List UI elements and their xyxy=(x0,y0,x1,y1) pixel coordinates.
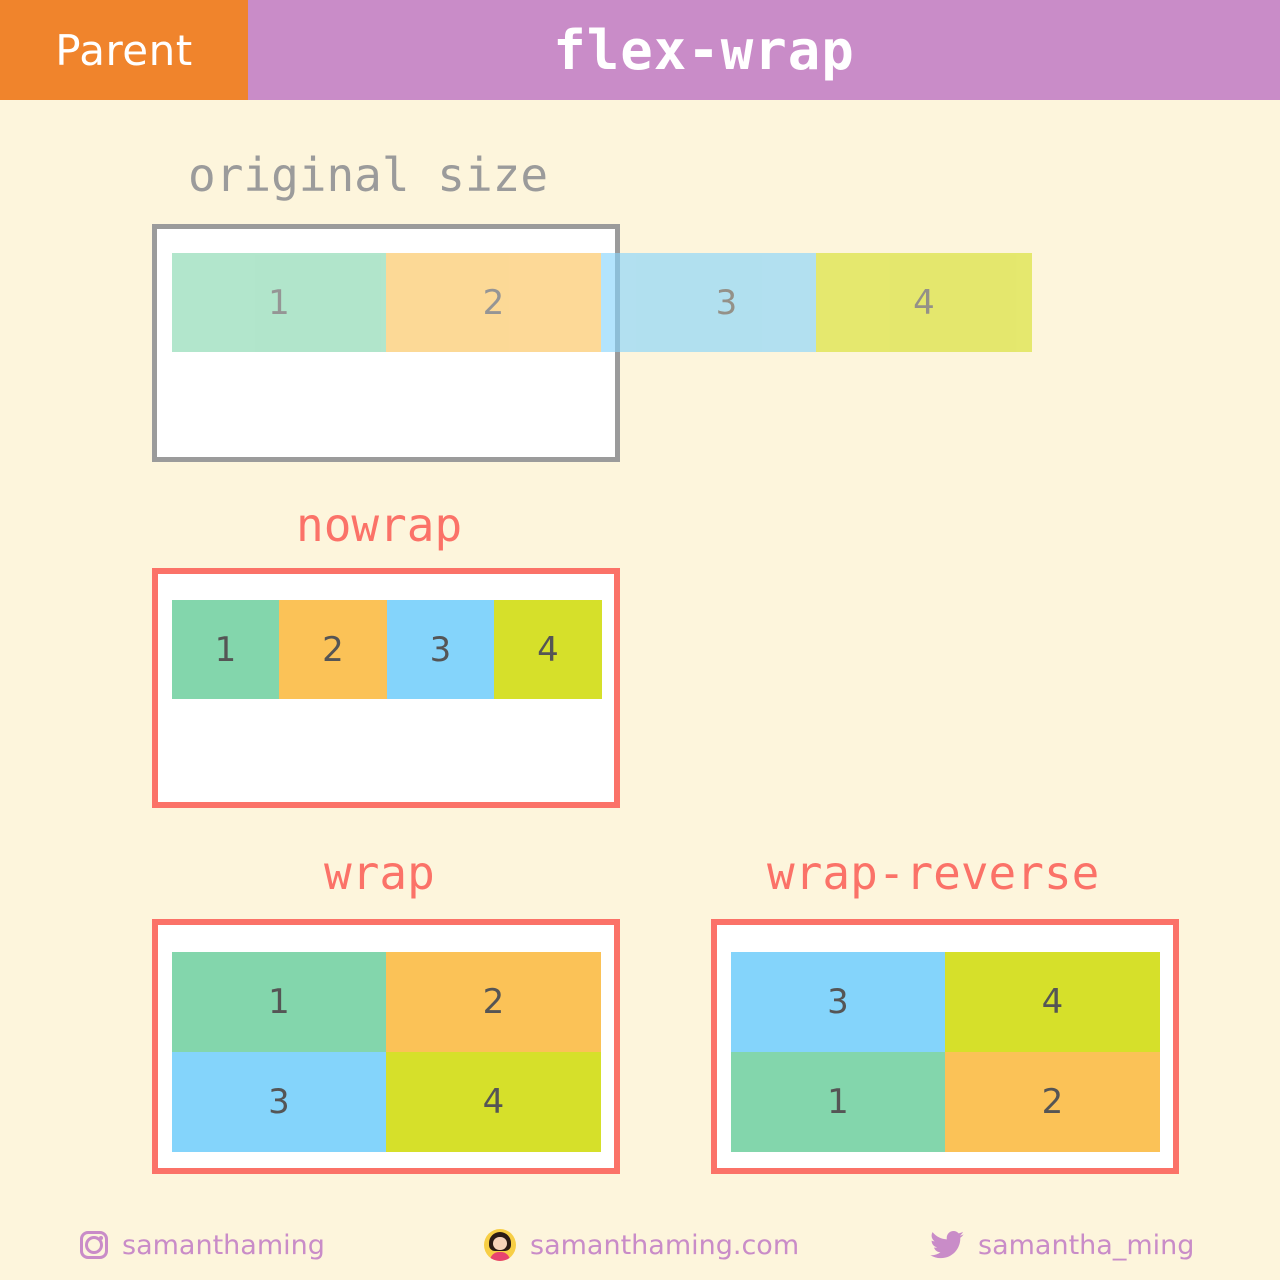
header-title-area: flex-wrap xyxy=(248,0,1280,100)
section-label-wrap: wrap xyxy=(324,846,435,900)
flex-item-wrap-1: 1 xyxy=(172,952,386,1052)
footer-twitter[interactable]: samantha_ming xyxy=(930,1230,1194,1261)
flex-item-nowrap-1: 1 xyxy=(172,600,279,699)
flex-item-label: 3 xyxy=(268,1082,290,1122)
section-label-nowrap: nowrap xyxy=(296,498,463,552)
flex-item-label: 3 xyxy=(429,629,452,670)
twitter-icon xyxy=(930,1231,964,1259)
flex-item-wrap-reverse-3: 3 xyxy=(731,952,945,1052)
flex-item-label: 2 xyxy=(482,982,505,1022)
footer-website[interactable]: samanthaming.com xyxy=(484,1229,799,1261)
flex-item-original-3: 3 xyxy=(601,253,816,352)
flex-item-label: 4 xyxy=(1041,982,1064,1022)
flex-item-label: 2 xyxy=(322,629,344,670)
footer: samanthaming samanthaming.com samantha_m… xyxy=(0,1215,1280,1275)
page-title: flex-wrap xyxy=(553,18,855,82)
flex-item-wrap-4: 4 xyxy=(386,1052,601,1152)
flex-item-wrap-reverse-4: 4 xyxy=(945,952,1160,1052)
footer-twitter-label: samantha_ming xyxy=(978,1229,1195,1261)
header-parent-tag: Parent xyxy=(0,0,248,100)
container-nowrap: 1 2 3 4 xyxy=(152,568,620,808)
flex-item-wrap-reverse-1: 1 xyxy=(731,1052,945,1152)
flex-item-label: 1 xyxy=(268,982,290,1022)
flex-item-label: 4 xyxy=(913,282,935,323)
container-wrap: 1 2 3 4 xyxy=(152,919,620,1174)
flex-item-original-4: 4 xyxy=(816,253,1032,352)
flex-item-label: 4 xyxy=(482,1082,505,1122)
flex-item-wrap-2: 2 xyxy=(386,952,601,1052)
header-parent-label: Parent xyxy=(55,25,193,75)
flex-item-wrap-reverse-2: 2 xyxy=(945,1052,1160,1152)
instagram-icon xyxy=(80,1231,108,1259)
flex-item-nowrap-3: 3 xyxy=(387,600,494,699)
section-label-original-size: original size xyxy=(188,148,549,202)
flex-item-label: 3 xyxy=(827,982,849,1022)
flex-item-wrap-3: 3 xyxy=(172,1052,386,1152)
container-wrap-reverse: 3 4 1 2 xyxy=(711,919,1179,1174)
container-original-size xyxy=(152,224,620,462)
footer-instagram-label: samanthaming xyxy=(122,1229,325,1261)
flex-item-label: 1 xyxy=(827,1082,849,1122)
footer-instagram[interactable]: samanthaming xyxy=(80,1230,325,1261)
flex-item-label: 1 xyxy=(214,629,237,670)
flex-item-label: 2 xyxy=(1041,1082,1064,1122)
header-bar: Parent flex-wrap xyxy=(0,0,1280,100)
section-label-wrap-reverse: wrap-reverse xyxy=(767,846,1100,900)
avatar-icon xyxy=(484,1229,516,1261)
footer-website-label: samanthaming.com xyxy=(530,1229,800,1261)
flex-item-nowrap-4: 4 xyxy=(494,600,602,699)
flex-item-nowrap-2: 2 xyxy=(279,600,387,699)
flex-item-label: 4 xyxy=(537,629,559,670)
flex-item-label: 3 xyxy=(715,282,738,323)
